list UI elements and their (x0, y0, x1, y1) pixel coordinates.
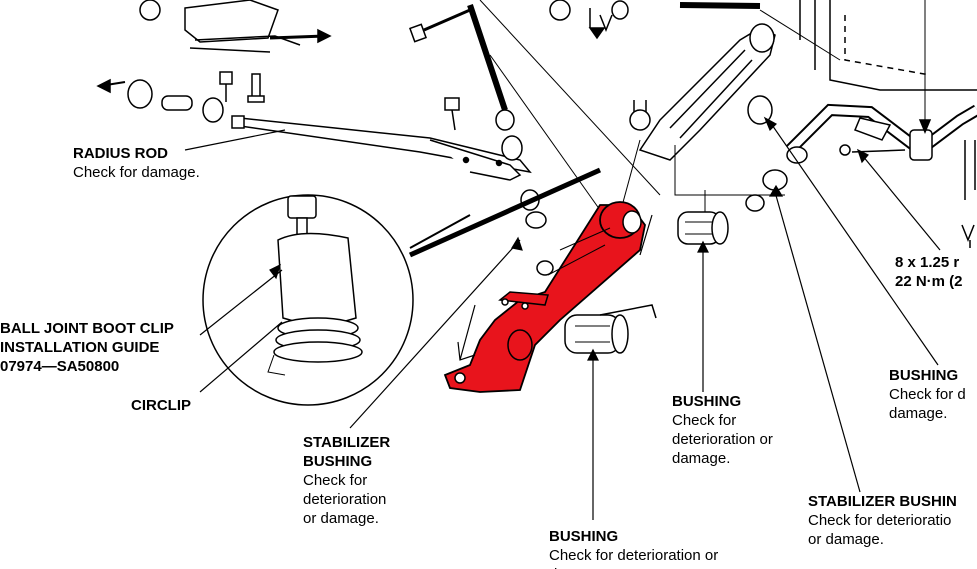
circlip-callout: CIRCLIP (131, 396, 191, 415)
bolt-spec-torque: 22 N·m (2 (895, 273, 963, 290)
top-center-bolts (549, 0, 761, 40)
stabilizer-bushing-left-callout: STABILIZER BUSHING Check for deteriorati… (303, 433, 390, 528)
radius-rod-callout: RADIUS ROD Check for damage. (73, 144, 200, 182)
stabilizer-bushing-right-title: STABILIZER BUSHIN (808, 493, 957, 510)
stabilizer-bushing-left-note1: Check for (303, 472, 368, 489)
ball-joint-guide-callout: BALL JOINT BOOT CLIP INSTALLATION GUIDE … (0, 319, 174, 376)
ball-joint-guide-line2: INSTALLATION GUIDE (0, 339, 160, 356)
stabilizer-bushing-left-line2: BUSHING (303, 453, 373, 470)
radius-rod-end-parts (96, 78, 224, 123)
frame-outline (799, 0, 977, 248)
stabilizer-bushing-left-note3: or damage. (303, 510, 379, 527)
stabilizer-bushing-right-note2: or damage. (808, 531, 884, 548)
circlip-title: CIRCLIP (131, 397, 191, 414)
leader-lines (184, 116, 941, 520)
bushing-right-title: BUSHING (889, 367, 959, 384)
bushing-bottom-note1: Check for deterioration or (549, 547, 719, 564)
bolt-spec-size: 8 x 1.25 r (895, 254, 960, 271)
small-bushings (745, 169, 788, 212)
radius-rod-title: RADIUS ROD (73, 145, 169, 162)
radius-rod (231, 115, 532, 181)
bushing-center-note3: damage. (672, 450, 731, 467)
bushing-center-callout: BUSHING Check for deterioration or damag… (672, 392, 773, 468)
bushing-right-note2: damage. (889, 405, 948, 422)
tie-rod-hardware (409, 4, 554, 276)
radius-rod-note: Check for damage. (73, 164, 200, 181)
bushing-bottom-callout: BUSHING Check for deterioration or d (549, 527, 718, 569)
lower-control-arm (443, 201, 646, 393)
stabilizer-bar (785, 103, 977, 164)
ball-joint-guide-part-number: 07974—SA50800 (0, 358, 120, 375)
bushing-bottom-note2: d (549, 565, 718, 569)
guide-lines (479, 0, 841, 251)
stabilizer-bushing-right-callout: STABILIZER BUSHIN Check for deterioratio… (808, 492, 957, 549)
bushing-bottom-title: BUSHING (549, 528, 619, 545)
upper-mount-bracket (139, 0, 332, 53)
bolt-spec-callout: 8 x 1.25 r 22 N·m (2 (895, 253, 963, 291)
stabilizer-bushing-right-note1: Check for deterioratio (808, 512, 952, 529)
upper-bolts (219, 71, 265, 103)
bushing-right-note1: Check for d (889, 386, 966, 403)
upper-control-arm (629, 23, 776, 161)
bushing-center-note1: Check for (672, 412, 737, 429)
bushing-center-note2: deterioration or (672, 431, 773, 448)
stabilizer-bushing-left-line1: STABILIZER (303, 434, 391, 451)
bushing-right-callout: BUSHING Check for d damage. (889, 366, 966, 423)
ball-joint-detail (202, 167, 602, 406)
stabilizer-bushing-left-note2: deterioration (303, 491, 387, 508)
lower-bushing (564, 304, 657, 354)
ball-joint-guide-line1: BALL JOINT BOOT CLIP (0, 320, 174, 337)
bushing-center-title: BUSHING (672, 393, 742, 410)
center-bushing (677, 211, 729, 245)
